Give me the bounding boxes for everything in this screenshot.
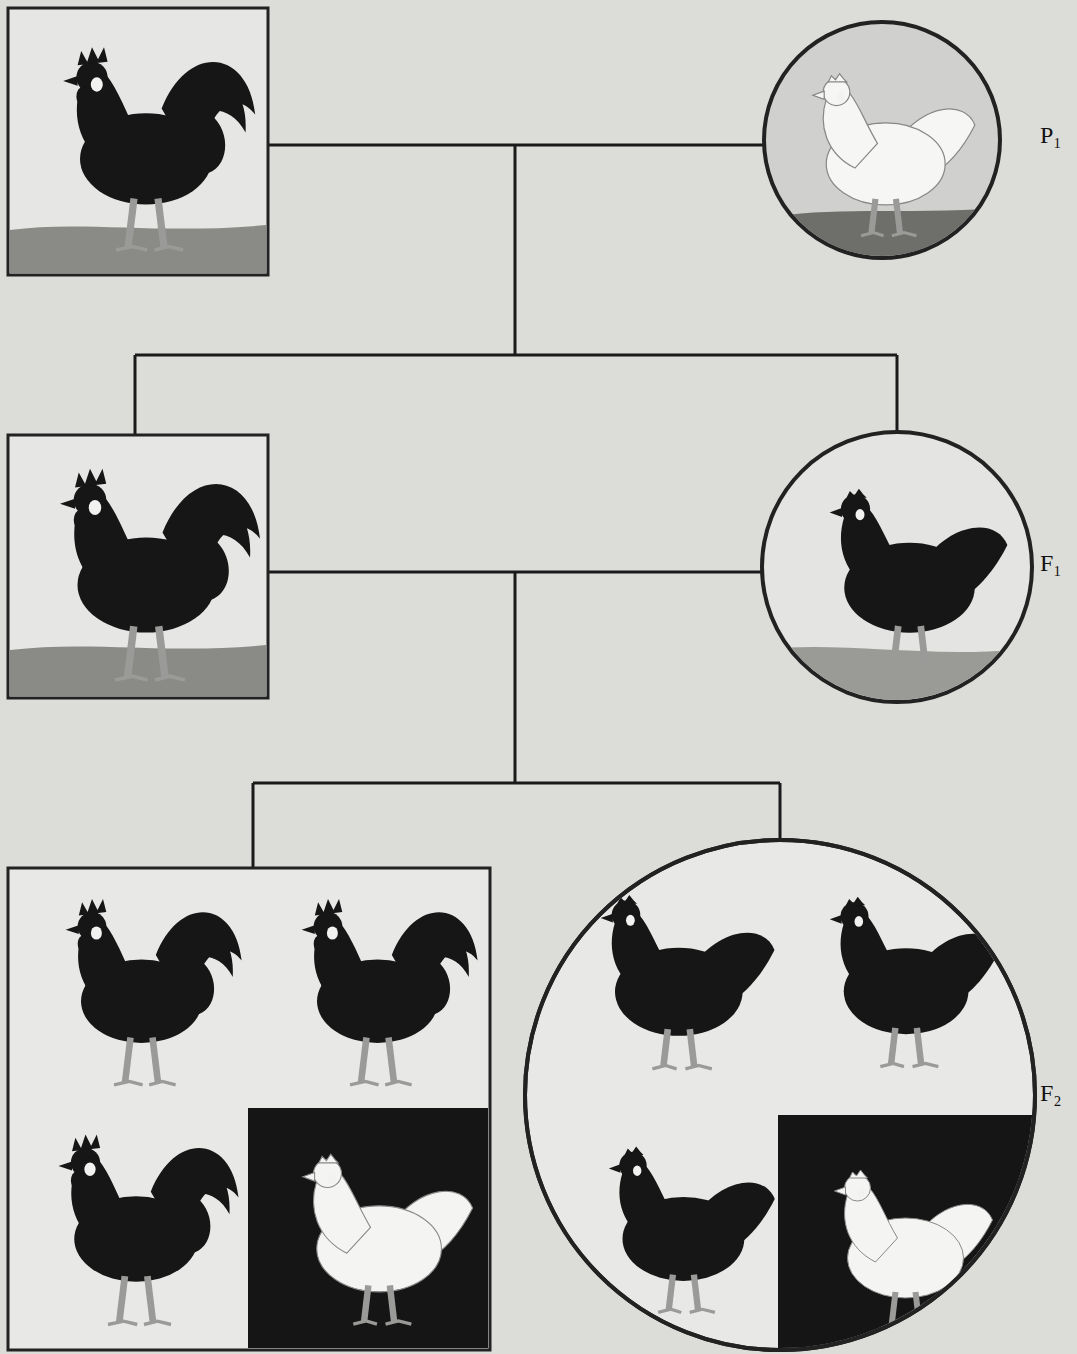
black-hen-photo — [762, 432, 1032, 702]
black-rooster-photo — [8, 8, 268, 275]
white-hen-photo — [760, 22, 1000, 260]
generation-label: F₂ — [1040, 1080, 1062, 1106]
black-rooster-photo — [8, 435, 268, 698]
generation-label: F₁ — [1040, 550, 1062, 576]
f2-rooster-group — [8, 868, 490, 1350]
generation-label: P₁ — [1040, 122, 1062, 148]
f2-hen-group — [525, 840, 1040, 1354]
